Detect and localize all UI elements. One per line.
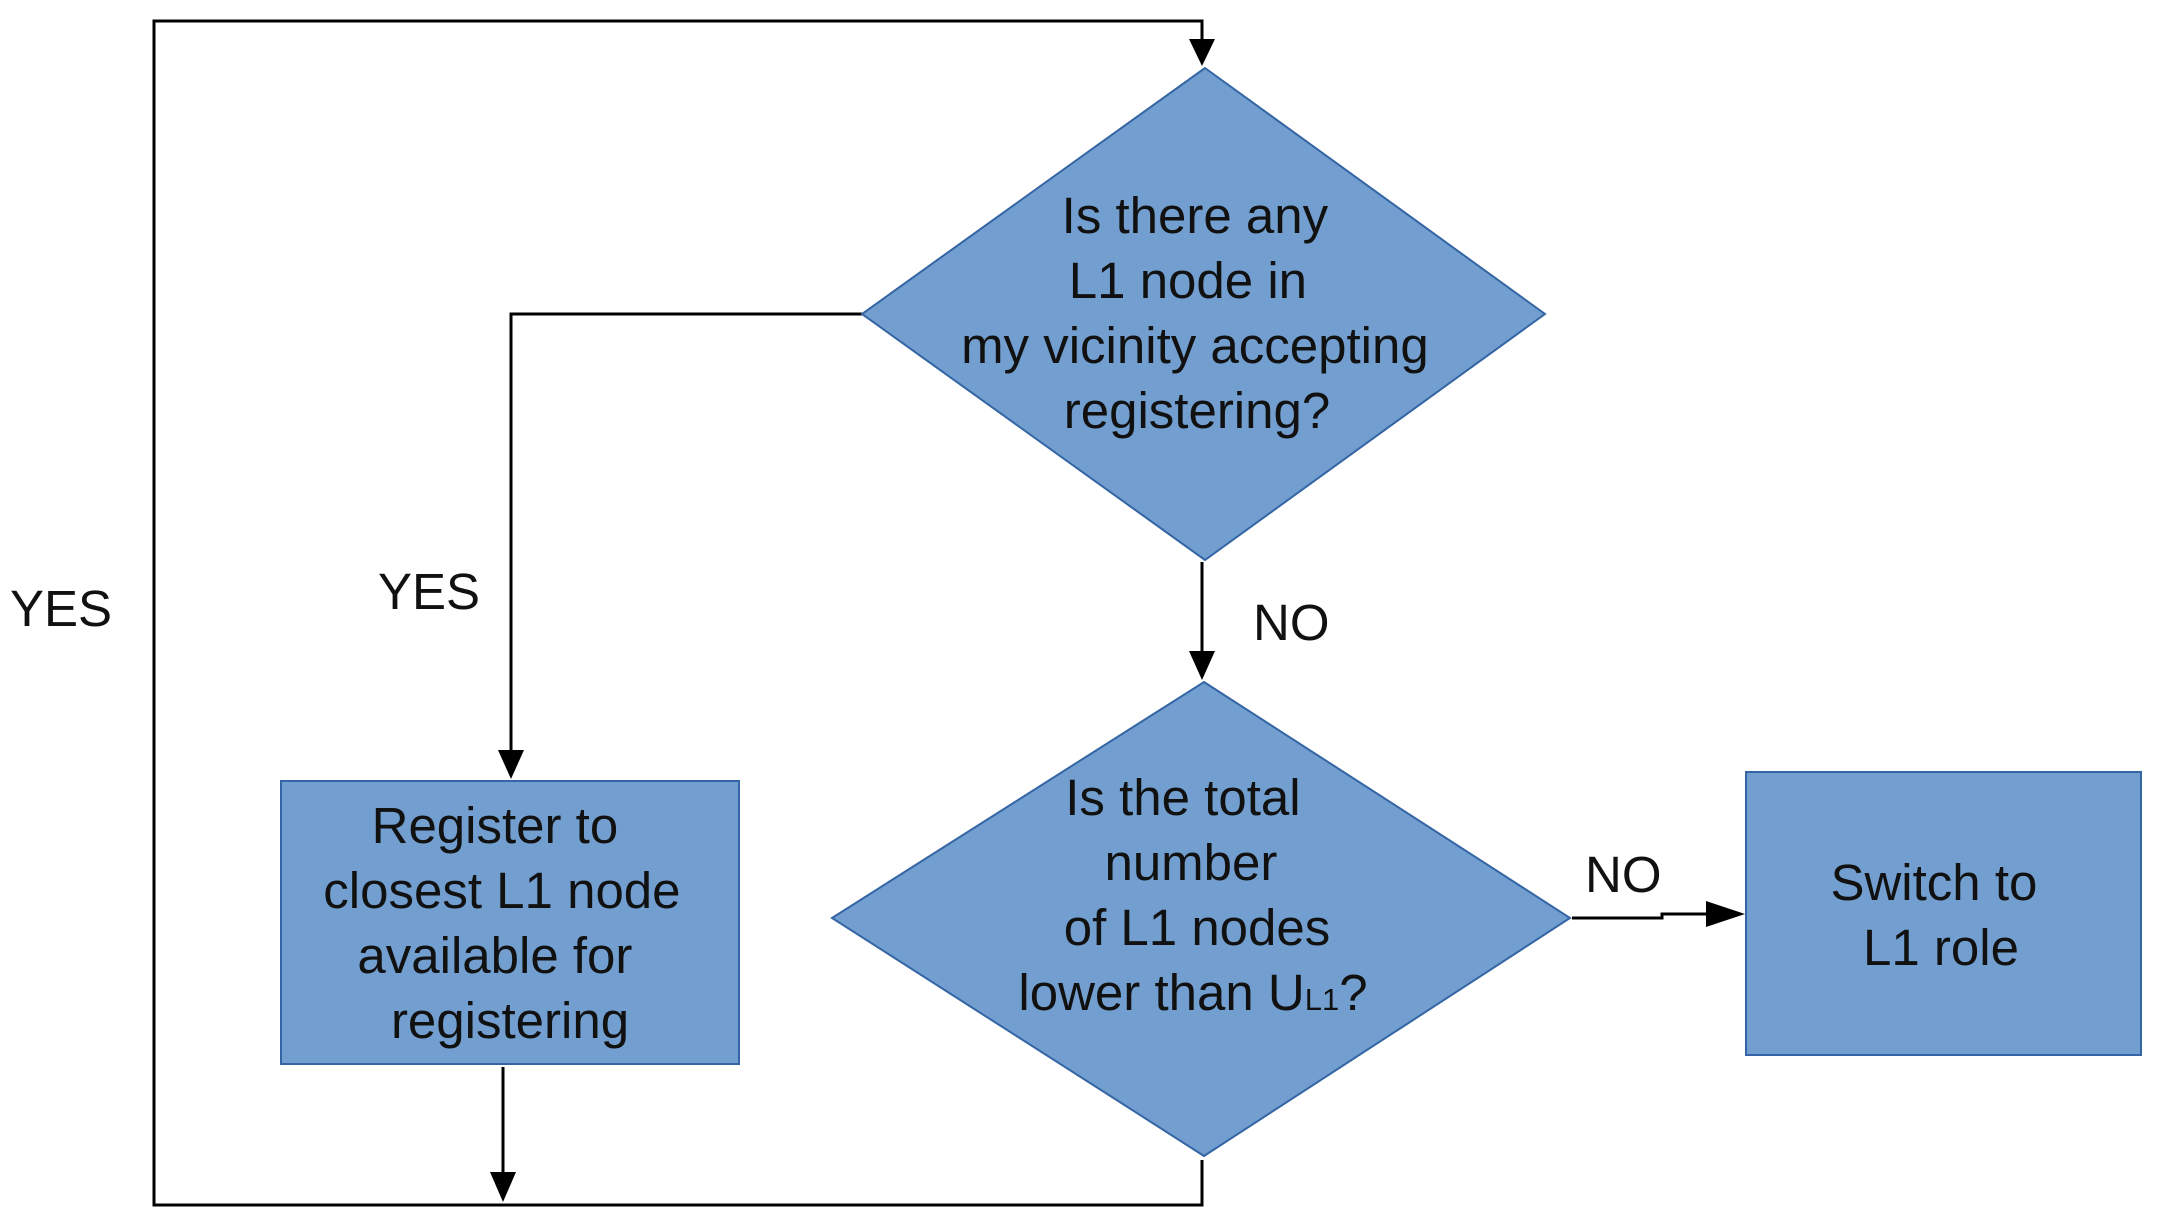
svg-text:Switch to L1 role: Switch to L1 role bbox=[1830, 854, 2051, 976]
svg-text:Register to closest L1 n: Register to closest L1 node available fo… bbox=[323, 797, 694, 1049]
process-switch-role-shape bbox=[1745, 771, 2142, 1056]
decision-total-line-4-main: lower than U bbox=[1018, 964, 1304, 1021]
decision1-yes-connector bbox=[509, 312, 862, 757]
decision-total-line-4: lower than UL1? bbox=[1018, 964, 1367, 1021]
label-decision1-yes: YES bbox=[378, 563, 480, 620]
decision2-no-arrowhead bbox=[1706, 901, 1745, 927]
process-register-line-3: available for bbox=[357, 927, 632, 984]
process-register-line-4: registering bbox=[391, 992, 629, 1049]
decision1-no-arrowhead bbox=[1189, 651, 1215, 680]
decision-total-line-3: of L1 nodes bbox=[1064, 899, 1331, 956]
threshold-subscript: L1 bbox=[1305, 982, 1339, 1017]
process-register-line-1: Register to bbox=[372, 797, 619, 854]
svg-text:Is there any L1 node in: Is there any L1 node in my vicinity acce… bbox=[961, 187, 1443, 439]
svg-text:Is the total number: Is the total number of L1 nodes bbox=[1064, 769, 1331, 956]
decision-total-line-1: Is the total bbox=[1065, 769, 1300, 826]
decision-total-count-shape bbox=[830, 680, 1572, 1158]
label-loop-yes: YES bbox=[10, 580, 112, 637]
decision-vicinity-line-1: Is there any bbox=[1062, 187, 1329, 244]
decision-vicinity-shape bbox=[860, 66, 1547, 562]
loop-arrowhead bbox=[1189, 39, 1215, 66]
label-decision2-no: NO bbox=[1585, 846, 1662, 903]
process-switch-line-2: L1 role bbox=[1863, 919, 2019, 976]
decision-total-line-4-suffix: ? bbox=[1339, 964, 1367, 1021]
register-down-arrowhead bbox=[490, 1172, 516, 1202]
decision-vicinity: Is there any L1 node in my vicinity acce… bbox=[860, 66, 1547, 562]
decision-vicinity-line-3: my vicinity accepting bbox=[961, 317, 1429, 374]
process-register-shape bbox=[280, 780, 740, 1065]
decision-total-line-2: number bbox=[1104, 834, 1277, 891]
loop-back-connector bbox=[152, 19, 1204, 1207]
decision-vicinity-line-4: registering? bbox=[1064, 382, 1330, 439]
decision-total-count: Is the total number of L1 nodes lower th… bbox=[830, 680, 1572, 1158]
process-register-line-2: closest L1 node bbox=[323, 862, 680, 919]
decision2-no-connector bbox=[1572, 912, 1710, 920]
label-decision1-no: NO bbox=[1253, 594, 1330, 651]
process-register: Register to closest L1 node available fo… bbox=[280, 780, 740, 1065]
decision-vicinity-line-2: L1 node in bbox=[1069, 252, 1307, 309]
decision1-yes-arrowhead bbox=[498, 750, 524, 779]
process-switch-role: Switch to L1 role bbox=[1745, 771, 2142, 1056]
process-switch-line-1: Switch to bbox=[1830, 854, 2037, 911]
